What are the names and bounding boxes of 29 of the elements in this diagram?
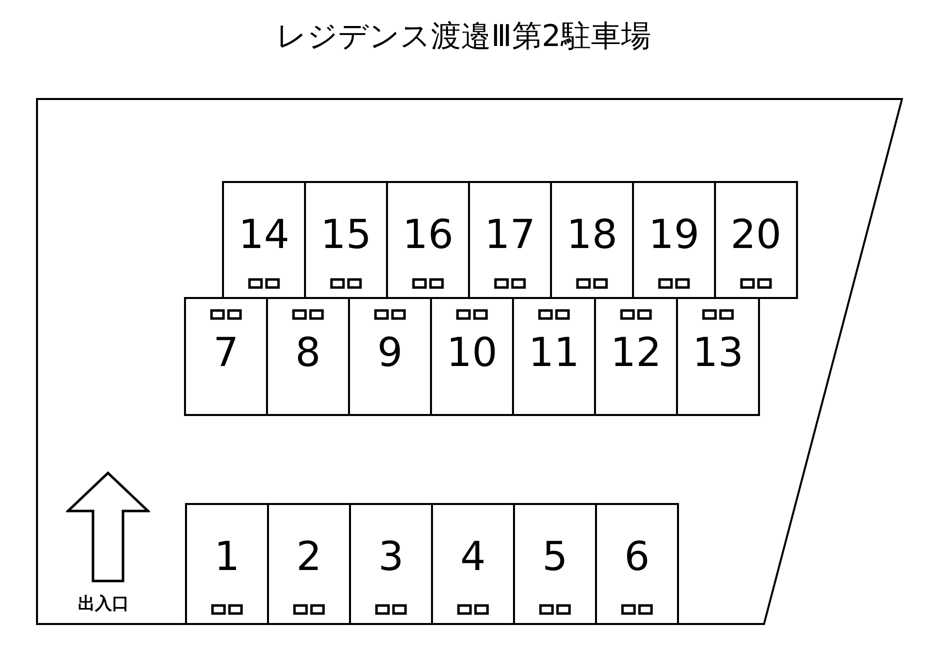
space-number: 18 xyxy=(566,215,618,255)
space-number: 5 xyxy=(542,537,568,577)
parking-space xyxy=(595,503,679,625)
space-number: 1 xyxy=(214,537,240,577)
title: レジデンス渡邉Ⅲ第2駐車場 xyxy=(276,22,651,52)
parking-space xyxy=(184,297,268,416)
space-number: 12 xyxy=(610,333,662,373)
parking-space xyxy=(676,297,760,416)
space-number: 3 xyxy=(378,537,404,577)
parking-space xyxy=(222,181,306,299)
space-number: 7 xyxy=(213,333,239,373)
space-number: 16 xyxy=(402,215,454,255)
space-number: 6 xyxy=(624,537,650,577)
space-number: 17 xyxy=(484,215,536,255)
entrance-label: 出入口 xyxy=(78,596,129,613)
space-number: 20 xyxy=(730,215,782,255)
space-number: 10 xyxy=(446,333,498,373)
space-number: 15 xyxy=(320,215,372,255)
parking-space xyxy=(185,503,269,625)
space-number: 19 xyxy=(648,215,700,255)
space-number: 8 xyxy=(295,333,321,373)
space-number: 4 xyxy=(460,537,486,577)
parking-space xyxy=(714,181,798,299)
space-number: 14 xyxy=(238,215,290,255)
space-number: 11 xyxy=(528,333,580,373)
space-number: 13 xyxy=(692,333,744,373)
space-number: 2 xyxy=(296,537,322,577)
space-number: 9 xyxy=(377,333,403,373)
parking-lot-outline xyxy=(36,98,903,625)
